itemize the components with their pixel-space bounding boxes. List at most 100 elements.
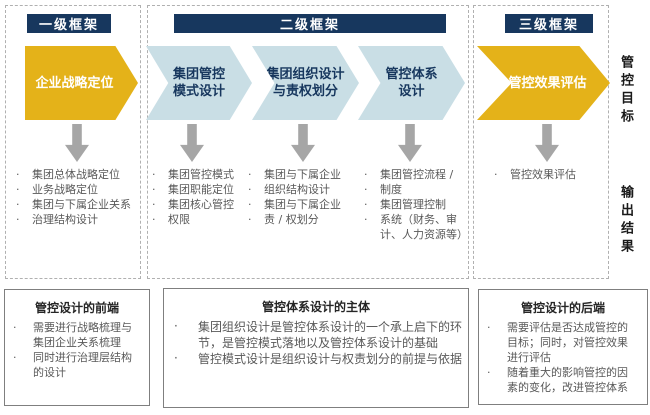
- chevron-label: 集团组织设计与责权划分: [266, 67, 345, 99]
- bullet-dot: ·: [248, 183, 252, 196]
- list-item-text: 管控模式设计是组织设计与权责划分的前提与依据: [198, 352, 463, 366]
- list-item-text: 集团总体战略定位: [32, 168, 120, 181]
- list-item: · 集团核心管控: [150, 197, 258, 212]
- bullet-dot: ·: [364, 183, 368, 196]
- list-item-text: 管控效果评估: [510, 168, 576, 181]
- bullet-dot: ·: [248, 213, 252, 226]
- list-item: · 组织结构设计: [246, 182, 364, 197]
- list-item: · 集团总体战略定位: [14, 167, 144, 182]
- list-item-text: 随着重大的影响管控的因素的变化，改进管控体系: [507, 366, 628, 394]
- list-item: 计、人力资源等）: [362, 227, 482, 242]
- bullet-dot: ·: [152, 213, 156, 226]
- bullet-dot: ·: [248, 168, 252, 181]
- note-box-bullets: · 集团组织设计是管控体系设计的一个承上启下的环节，是管控模式落地以及管控体系设计…: [164, 319, 468, 367]
- level3-dashed-zone: [473, 5, 609, 279]
- list-item-text: 计、人力资源等）: [380, 228, 468, 241]
- list-item: · 集团与下属企业: [246, 167, 364, 182]
- list-item: · 集团组织设计是管控体系设计的一个承上启下的环节，是管控模式落地以及管控体系设计…: [164, 319, 468, 351]
- chevron-strategy-positioning: 企业战略定位: [25, 46, 138, 120]
- output-list-org: ·集团与下属企业· 组织结构设计·集团与下属企业· 责 / 权划分: [246, 167, 364, 227]
- chevron-label: 管控效果评估: [508, 75, 587, 91]
- list-item-text: 集团与下属企业: [264, 198, 341, 211]
- level3-header: 三级框架: [505, 14, 593, 33]
- note-box-bullets: · 需要进行战略梳理与集团企业关系梳理 · 同时进行治理层结构的设计: [5, 320, 149, 380]
- chevron-control-system-design: 管控体系设计: [358, 46, 465, 120]
- note-box-title: 管控体系设计的主体: [261, 300, 370, 314]
- list-item-text: 集团管控流程 /: [380, 168, 454, 181]
- list-item-text: 治理结构设计: [32, 213, 98, 226]
- list-item-text: 集团组织设计是管控体系设计的一个承上启下的环节，是管控模式落地以及管控体系设计的…: [198, 320, 463, 350]
- list-item-text: 权限: [168, 213, 190, 226]
- list-item: · 需要进行战略梳理与集团企业关系梳理: [5, 320, 149, 350]
- chevron-org-design: 集团组织设计与责权划分: [252, 46, 359, 120]
- chevron-label: 企业战略定位: [35, 75, 114, 91]
- level1-header: 一级框架: [27, 14, 111, 33]
- output-list-evaluation: · 管控效果评估: [492, 167, 607, 182]
- list-item-text: 集团职能定位: [168, 183, 234, 196]
- list-item: · 同时进行治理层结构的设计: [5, 350, 149, 380]
- list-item: · 随着重大的影响管控的因素的变化，改进管控体系: [479, 365, 647, 395]
- list-item-text: 集团核心管控: [168, 198, 234, 211]
- bullet-dot: ·: [152, 168, 156, 181]
- list-item: · 集团与下属企业关系: [14, 197, 144, 212]
- output-list-system: · 集团管控流程 / · 制度 · 集团管理控制 · 系统（财务、审 计、人力资源等）: [362, 167, 482, 242]
- note-box-title: 管控设计的后端: [520, 301, 605, 315]
- note-box-main-body: 管控体系设计的主体 · 集团组织设计是管控体系设计的一个承上启下的环节，是管控模式…: [163, 288, 469, 408]
- output-list-mode: · 集团管控模式 · 集团职能定位 · 集团核心管控 · 权限: [150, 167, 258, 227]
- list-item: · 集团与下属企业: [246, 197, 364, 212]
- list-item: · 集团管控模式: [150, 167, 258, 182]
- bullet-dot: ·: [364, 168, 368, 181]
- bullet-dot: ·: [248, 198, 252, 211]
- list-item-text: 需要评估是否达成管控的目标；同时，对管控效果进行评估: [507, 321, 628, 364]
- bullet-dot: ·: [13, 351, 17, 364]
- chevron-label: 管控体系设计: [385, 67, 438, 99]
- list-item: · 管控效果评估: [492, 167, 607, 182]
- list-item-text: 业务战略定位: [32, 183, 98, 196]
- list-item-text: 集团与下属企业: [264, 168, 341, 181]
- level2-dashed-zone: [147, 5, 469, 279]
- note-box-bullets: · 需要评估是否达成管控的目标；同时，对管控效果进行评估 · 随着重大的影响管控的因素…: [479, 320, 647, 395]
- list-item: · 集团管控流程 /: [362, 167, 482, 182]
- list-item-text: 责 / 权划分: [264, 213, 319, 226]
- list-item: · 需要评估是否达成管控的目标；同时，对管控效果进行评估: [479, 320, 647, 365]
- list-item: · 业务战略定位: [14, 182, 144, 197]
- bullet-dot: ·: [152, 198, 156, 211]
- note-box-back-end: 管控设计的后端 · 需要评估是否达成管控的目标；同时，对管控效果进行评估 · 随着重大…: [478, 289, 648, 405]
- list-item-text: 集团管控模式: [168, 168, 234, 181]
- bullet-dot: ·: [494, 168, 498, 181]
- list-item: · 管控模式设计是组织设计与权责划分的前提与依据: [164, 351, 468, 367]
- level2-header: 二级框架: [174, 14, 446, 33]
- note-box-title: 管控设计的前端: [34, 301, 119, 315]
- list-item: · 权限: [150, 212, 258, 227]
- list-item-text: 同时进行治理层结构的设计: [33, 351, 132, 379]
- note-box-front-end: 管控设计的前端 · 需要进行战略梳理与集团企业关系梳理 · 同时进行治理层结构的设计: [4, 289, 150, 406]
- bullet-dot: ·: [364, 213, 368, 226]
- list-item: · 治理结构设计: [14, 212, 144, 227]
- bullet-dot: ·: [487, 321, 491, 334]
- bullet-dot: ·: [16, 183, 20, 196]
- list-item-text: 系统（财务、审: [380, 213, 457, 226]
- chevron-label: 集团管控模式设计: [172, 67, 225, 99]
- bullet-dot: [362, 227, 380, 242]
- bullet-dot: ·: [16, 168, 20, 181]
- list-item-text: 集团与下属企业关系: [32, 198, 131, 211]
- bullet-dot: ·: [16, 198, 20, 211]
- list-item-text: 需要进行战略梳理与集团企业关系梳理: [33, 321, 132, 349]
- bullet-dot: ·: [152, 183, 156, 196]
- level1-dashed-zone: [5, 5, 141, 279]
- bullet-dot: ·: [487, 366, 491, 379]
- bullet-dot: ·: [16, 213, 20, 226]
- list-item-text: 制度: [380, 183, 402, 196]
- list-item: · 系统（财务、审: [362, 212, 482, 227]
- bullet-dot: ·: [174, 319, 178, 333]
- list-item-text: 组织结构设计: [264, 183, 330, 196]
- list-item: · 责 / 权划分: [246, 212, 364, 227]
- list-item-text: 集团管理控制: [380, 198, 446, 211]
- list-item: · 制度: [362, 182, 482, 197]
- side-label-control-goal: 管控目标: [618, 55, 633, 127]
- bullet-dot: ·: [364, 198, 368, 211]
- bullet-dot: ·: [174, 351, 178, 365]
- bullet-dot: ·: [13, 321, 17, 334]
- output-list-strategy: · 集团总体战略定位 · 业务战略定位 · 集团与下属企业关系 · 治理结构设计: [14, 167, 144, 227]
